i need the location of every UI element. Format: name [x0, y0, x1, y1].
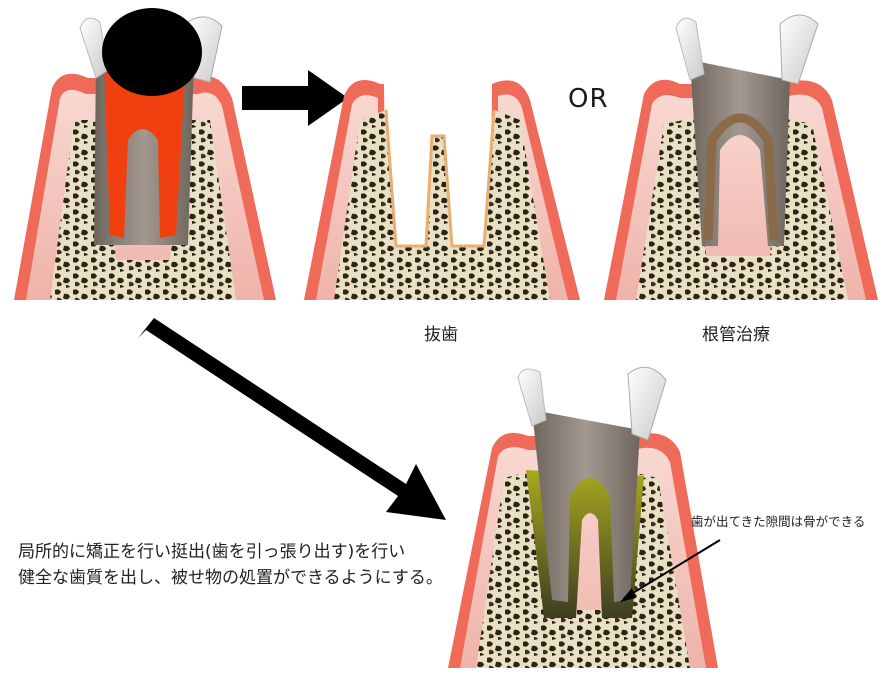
crown-fragment-left — [675, 17, 705, 81]
alveolar-bone — [334, 110, 550, 300]
root-canal-illustration — [604, 14, 878, 301]
crown-fragment-left — [517, 368, 547, 427]
description-text: 局所的に矯正を行い挺出(歯を引っ張り出す)を行い 健全な歯質を出し、被せ物の処置… — [18, 539, 478, 591]
extraction-illustration — [304, 80, 580, 301]
socket-outline — [384, 109, 496, 248]
root-canal-filling — [703, 113, 779, 241]
extraction-label: 抜歯 — [424, 325, 458, 345]
arrow-diagonal — [138, 318, 446, 520]
alveolar-bone — [636, 118, 848, 300]
crown-fragment-right — [627, 366, 667, 441]
or-label: OR — [568, 84, 609, 114]
tooth-root — [690, 60, 790, 246]
root-canal-label: 根管治療 — [702, 325, 770, 345]
infection-area — [104, 60, 186, 238]
description-line-1: 局所的に矯正を行い挺出(歯を引っ張り出す)を行い — [18, 542, 406, 562]
extruded-tooth-root — [532, 410, 640, 602]
decay-cavity — [102, 8, 202, 96]
arrow-right — [242, 70, 348, 126]
bone-formation-label: 歯が出てきた隙間は骨ができる — [691, 514, 866, 529]
pointer-line — [627, 539, 721, 597]
crown-fragment-right — [779, 14, 819, 85]
extrusion-illustration — [448, 366, 718, 668]
description-line-2: 健全な歯質を出し、被せ物の処置ができるようにする。 — [18, 568, 443, 588]
pointer-arrowhead — [620, 588, 636, 602]
infected-tooth-illustration — [14, 8, 276, 300]
